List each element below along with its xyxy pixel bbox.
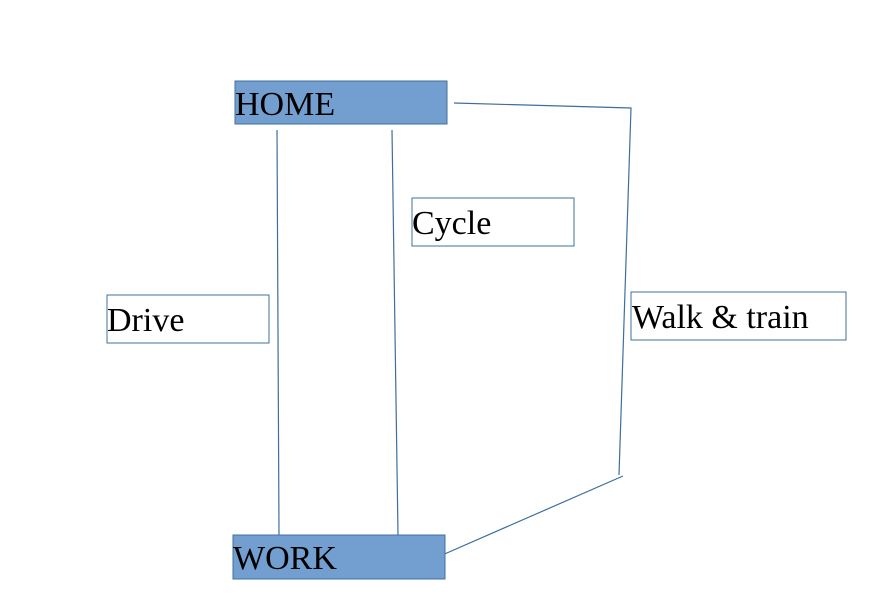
cycle-label-text: Cycle [412, 205, 491, 242]
home-node-label: HOME [235, 86, 335, 123]
drive-label-box [106, 294, 270, 344]
cycle-label-box [411, 197, 575, 247]
cycle-label[interactable]: Cycle [411, 197, 575, 247]
home-node-box [234, 80, 448, 125]
home-node[interactable]: HOME [234, 80, 448, 125]
drive-label-text: Drive [107, 302, 184, 339]
drive-route-line [276, 129, 280, 536]
cycle-route-line [391, 129, 399, 536]
walk-train-route-line [453, 102, 632, 476]
work-node-label: WORK [233, 540, 337, 577]
walk-train-label-box [630, 291, 847, 341]
walk-train-route-line-lower [439, 475, 624, 557]
work-node-box [232, 534, 446, 580]
walk-train-label[interactable]: Walk & train [630, 291, 847, 341]
drive-label[interactable]: Drive [106, 294, 270, 344]
walk-train-label-text: Walk & train [632, 299, 809, 336]
work-node[interactable]: WORK [232, 534, 446, 580]
